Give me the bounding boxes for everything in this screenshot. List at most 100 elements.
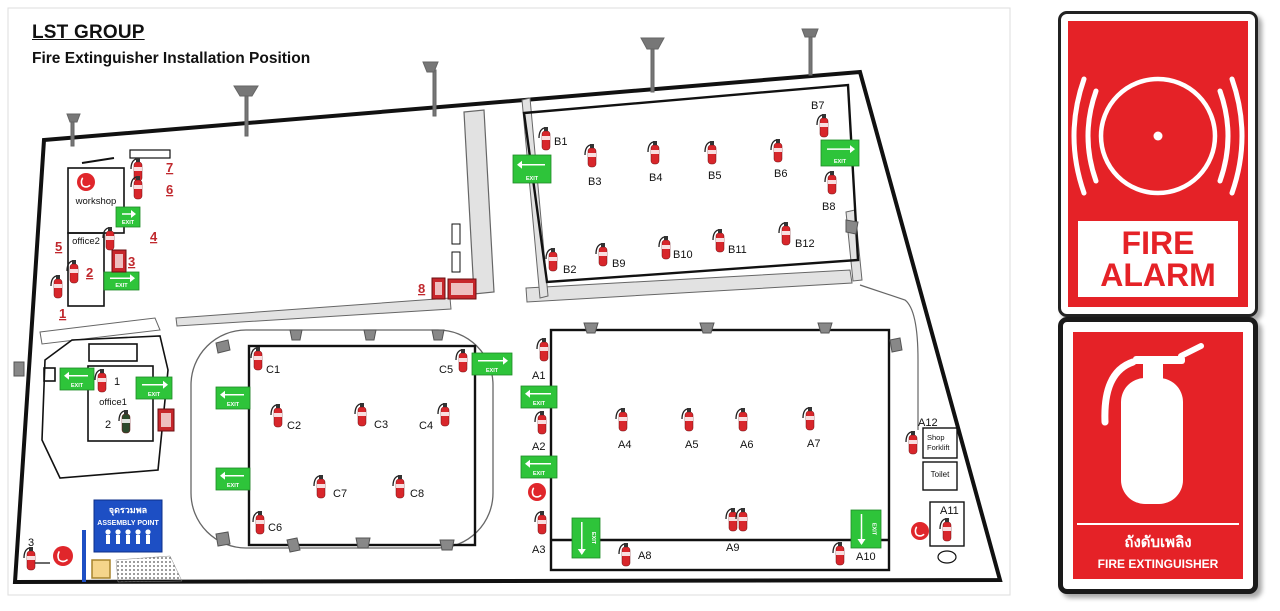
fire-extinguisher-thai: ถังดับเพลิง: [1124, 532, 1192, 551]
office1-room: [87, 365, 154, 442]
extinguisher-icon: [802, 407, 815, 431]
toilet-room: [922, 461, 958, 491]
assembly-post: [82, 530, 86, 582]
fire-alarm-label-box: FIRE ALARM: [1076, 219, 1240, 299]
room-label-shop-forklift: Forklift: [927, 443, 950, 452]
extinguisher-icon: [615, 408, 628, 432]
extinguisher-label-b4: B4: [649, 172, 662, 184]
extinguisher-icon: [824, 171, 837, 195]
extinguisher-icon: [270, 404, 283, 428]
extinguisher-label-a7: A7: [807, 438, 820, 450]
site-plan: จุดรวมพล ASSEMBLY POINT workshopoffice2o…: [7, 7, 1011, 596]
extinguisher-icon: [437, 403, 450, 427]
extinguisher-label-a6: A6: [740, 439, 753, 451]
wall-lamps: [13, 219, 903, 553]
room-label-toilet: Toilet: [931, 470, 950, 479]
office1-annex: [88, 343, 138, 362]
exit-sign: EXIT: [520, 455, 558, 479]
extinguisher-label-1: 1: [114, 376, 120, 388]
extinguisher-label-b8: B8: [822, 201, 835, 213]
fire-alarm-icon: [911, 522, 929, 540]
extinguisher-icon: [534, 411, 547, 435]
extinguisher-label-b9: B9: [612, 258, 625, 270]
exit-label: EXIT: [122, 220, 135, 226]
wall-lamp: [431, 329, 445, 341]
fire-alarm-icon: [1071, 76, 1245, 196]
extinguisher-label-b5: B5: [708, 170, 721, 182]
alarm-panel: [447, 278, 477, 300]
north-marker: [81, 157, 115, 164]
extinguisher-icon: [455, 349, 468, 373]
zone-b-building: [522, 83, 860, 284]
room-label-shop-forklift: Shop: [927, 433, 945, 442]
wall-lamp: [439, 539, 455, 551]
extinguisher-label-a2: A2: [532, 441, 545, 453]
light-pole: [422, 61, 439, 117]
exit-sign: EXIT: [215, 386, 251, 410]
extinguisher-label-a3: A3: [532, 544, 545, 556]
exit-sign: EXIT: [850, 509, 882, 549]
fire-alarm-line2: ALARM: [1100, 257, 1216, 293]
wall-lamp: [355, 537, 371, 549]
exit-sign: EXIT: [512, 154, 552, 184]
exit-label: EXIT: [533, 471, 546, 477]
curb-line: [39, 317, 161, 345]
alarm-panel: [111, 249, 127, 273]
extinguisher-label-b10: B10: [673, 249, 693, 261]
extinguisher-icon: [250, 347, 263, 371]
extinguisher-icon: [778, 222, 791, 246]
extinguisher-icon: [770, 139, 783, 163]
exit-label: EXIT: [148, 392, 161, 398]
fire-alarm-panel: FIRE ALARM: [1068, 21, 1248, 307]
workshop-marker-7: 7: [166, 160, 173, 175]
tank: [937, 550, 957, 564]
room-label-office1: office1: [99, 397, 127, 408]
exit-label: EXIT: [590, 532, 596, 545]
extinguisher-icon: [735, 408, 748, 432]
extinguisher-label-a8: A8: [638, 550, 651, 562]
extinguisher-label-c3: C3: [374, 419, 388, 431]
gate-icon: [91, 559, 111, 579]
extinguisher-label-2: 2: [105, 419, 111, 431]
small-box: [451, 223, 461, 245]
zone-c-road: [190, 329, 494, 549]
workshop-marker-2: 2: [86, 265, 93, 280]
driveway-strip: [463, 109, 495, 295]
alarm-panel: [157, 408, 175, 432]
exit-signs: EXIT EXIT EXIT EXIT EXIT EXIT EXIT EXIT EXIT EXIT…: [59, 139, 882, 559]
extinguisher-icon: [538, 127, 551, 151]
light-pole: [801, 28, 819, 76]
extinguisher-icon: [66, 260, 79, 284]
small-box: [43, 367, 56, 382]
extinguisher-icon: [704, 141, 717, 165]
extinguisher-icon: [681, 408, 694, 432]
extinguisher-label-a10: A10: [856, 551, 876, 563]
extinguisher-icon: [536, 338, 549, 362]
fire-extinguisher-icon: [1101, 343, 1204, 504]
extinguisher-label-c4: C4: [419, 420, 433, 432]
extinguisher-label-c1: C1: [266, 364, 280, 376]
workshop-marker-3: 3: [128, 254, 135, 269]
wall-lamp: [363, 329, 377, 341]
wall-lamp: [845, 219, 859, 235]
extinguisher-icon: [130, 176, 143, 200]
workshop-marker-8: 8: [418, 281, 425, 296]
exit-sign: EXIT: [820, 139, 860, 167]
extinguisher-label-a4: A4: [618, 439, 631, 451]
gravel-area: [115, 555, 183, 583]
extinguisher-icon: [832, 542, 845, 566]
extinguisher-label-a12: A12: [918, 417, 938, 429]
extinguisher-icon: [595, 243, 608, 267]
extinguisher-label-b3: B3: [588, 176, 601, 188]
extinguisher-label-a9: A9: [726, 542, 739, 554]
exit-label: EXIT: [115, 283, 128, 289]
exit-label: EXIT: [227, 402, 240, 408]
exit-sign: EXIT: [571, 517, 601, 559]
extinguisher-icon: [354, 403, 367, 427]
fire-alarms: [53, 173, 929, 566]
extinguisher-icon: [545, 248, 558, 272]
office2-room: [67, 232, 105, 307]
assembly-point-english: ASSEMBLY POINT: [97, 520, 159, 527]
exit-label: EXIT: [533, 401, 546, 407]
zone-a-building: [549, 328, 891, 572]
